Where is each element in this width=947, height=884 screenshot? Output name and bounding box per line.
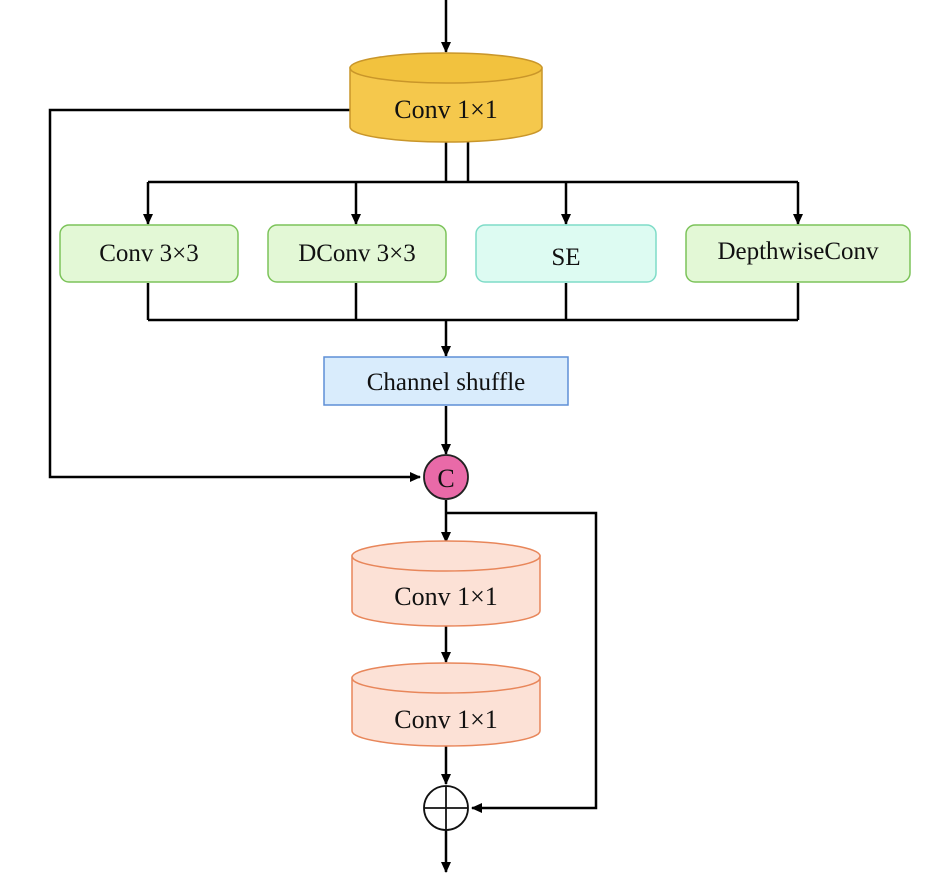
- channel-shuffle-label: Channel shuffle: [367, 369, 526, 396]
- conv-b-block: Conv 1×1: [351, 662, 541, 747]
- branch-label-se: SE: [551, 244, 580, 271]
- top-conv-block: Conv 1×1: [349, 52, 543, 143]
- residual-connection: [446, 511, 598, 813]
- branch-depthwiseconv: DepthwiseConv: [685, 224, 911, 283]
- conv-b-label: Conv 1×1: [394, 705, 498, 734]
- channel-shuffle-block: Channel shuffle: [323, 356, 569, 406]
- top-conv-label: Conv 1×1: [394, 95, 498, 124]
- branch-label-dconv3x3: DConv 3×3: [298, 240, 416, 267]
- branch-dconv3x3: DConv 3×3: [267, 224, 447, 283]
- branch-se: SE: [475, 224, 657, 283]
- conv-a-block: Conv 1×1: [351, 540, 541, 627]
- branch-label-depthwiseconv: DepthwiseConv: [717, 238, 879, 265]
- plus-circle-icon: [423, 785, 469, 831]
- skip-connection: [48, 108, 421, 482]
- connections: [48, 0, 803, 873]
- branch-label-conv3x3: Conv 3×3: [99, 240, 199, 267]
- branch-conv3x3: Conv 3×3: [59, 224, 239, 283]
- conv-a-label: Conv 1×1: [394, 582, 498, 611]
- concat-label: C: [437, 464, 454, 493]
- concat-node: C: [423, 454, 469, 500]
